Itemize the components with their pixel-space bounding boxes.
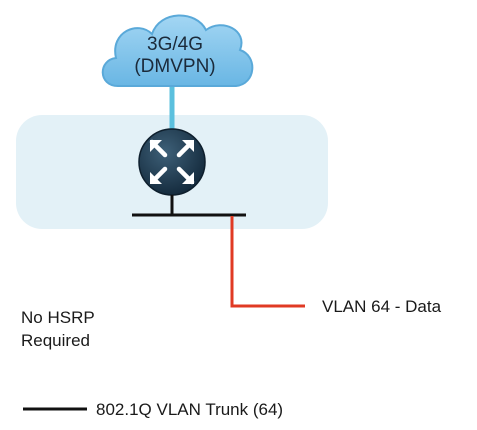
vlan-data-label: VLAN 64 - Data <box>322 297 442 316</box>
hsrp-label-line2: Required <box>21 331 90 350</box>
router-icon <box>138 128 206 196</box>
data-vlan-link <box>230 216 305 308</box>
cloud-label-line1: 3G/4G <box>147 34 203 55</box>
hsrp-label-line1: No HSRP <box>21 308 95 327</box>
legend-trunk-label: 802.1Q VLAN Trunk (64) <box>96 400 283 419</box>
cloud-icon: 3G/4G (DMVPN) <box>101 14 254 87</box>
cloud-label-line2: (DMVPN) <box>134 56 215 77</box>
